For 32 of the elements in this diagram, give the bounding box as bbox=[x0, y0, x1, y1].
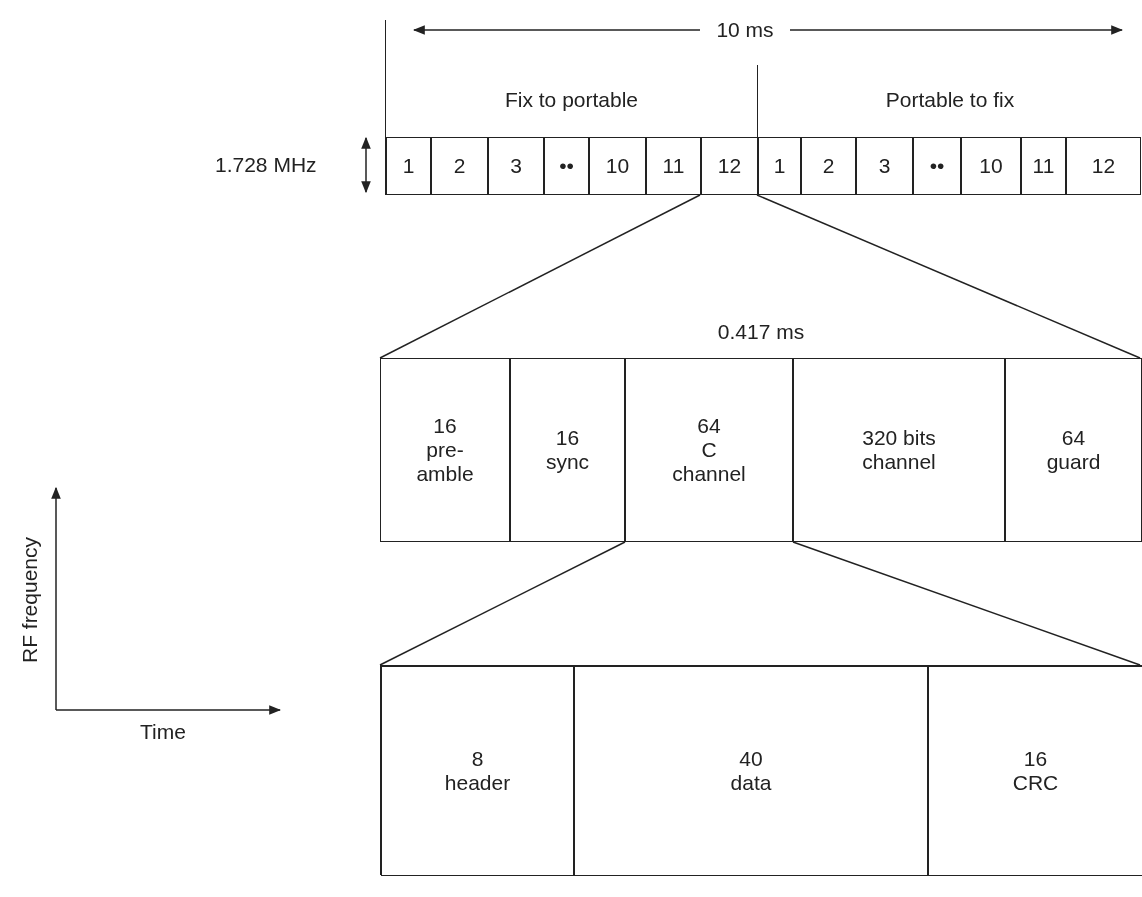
slot-cell: 10 bbox=[589, 137, 646, 195]
slot-cell: 8 header bbox=[381, 666, 574, 876]
axis-label: RF frequency bbox=[18, 536, 42, 664]
slot-cell: 11 bbox=[646, 137, 701, 195]
slot-cell: •• bbox=[913, 137, 961, 195]
slot-cell: 12 bbox=[1066, 137, 1141, 195]
slot-cell: 16 CRC bbox=[928, 666, 1142, 876]
expansion-line bbox=[756, 194, 1141, 359]
slot-cell: 1 bbox=[386, 137, 431, 195]
slot-cell: 12 bbox=[701, 137, 758, 195]
expansion-line bbox=[379, 541, 626, 666]
dimension-label: 1.728 MHz bbox=[215, 153, 317, 177]
slot-cell: 16 sync bbox=[510, 358, 625, 542]
slot-cell: 3 bbox=[856, 137, 913, 195]
expansion-line bbox=[792, 541, 1141, 666]
slot-cell: 3 bbox=[488, 137, 544, 195]
slot-cell: 2 bbox=[801, 137, 856, 195]
slot-cell: 1 bbox=[758, 137, 801, 195]
slot-cell: 11 bbox=[1021, 137, 1066, 195]
duration-label: 0.417 ms bbox=[716, 320, 806, 344]
slot-cell: 10 bbox=[961, 137, 1021, 195]
expansion-line bbox=[379, 194, 701, 359]
slot-cell: 64 guard bbox=[1005, 358, 1142, 542]
slot-cell: •• bbox=[544, 137, 589, 195]
slot-cell: 16 pre- amble bbox=[380, 358, 510, 542]
slot-cell: 64 C channel bbox=[625, 358, 793, 542]
section-heading: Fix to portable bbox=[503, 88, 640, 112]
slot-cell: 40 data bbox=[574, 666, 928, 876]
slot-cell: 320 bits channel bbox=[793, 358, 1005, 542]
axis-label: Time bbox=[140, 720, 186, 744]
section-heading: Portable to fix bbox=[884, 88, 1016, 112]
slot-cell: 2 bbox=[431, 137, 488, 195]
